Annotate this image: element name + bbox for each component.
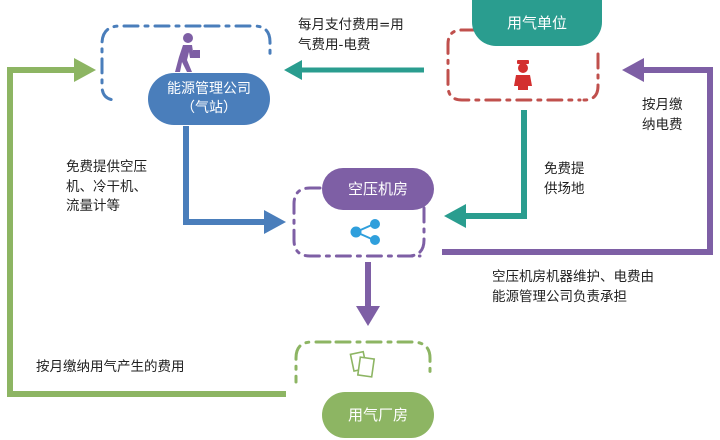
gas-factory-frame xyxy=(294,340,432,384)
edge-monthly-payment-arrow xyxy=(284,60,424,80)
energy-company-node: 能源管理公司 （气站） xyxy=(148,73,270,125)
free-equipment-line-1: 免费提供空压 xyxy=(66,159,147,175)
monthly-payment-line-2: 气费用-电费 xyxy=(298,36,371,53)
energy-company-frame xyxy=(100,24,272,102)
free-site-label: 免费提 供场地 xyxy=(544,160,585,199)
documents-icon xyxy=(349,350,376,378)
edge-room-to-factory-arrow xyxy=(356,262,380,326)
free-equipment-label: 免费提供空压 机、冷干机、 流量计等 xyxy=(66,158,147,217)
monthly-payment-label: 每月支付费用=用 气费用-电费 xyxy=(298,16,404,55)
edge-free-site-arrow xyxy=(444,110,527,228)
edge-free-equipment-arrow xyxy=(183,126,286,234)
free-equipment-line-2: 机、冷干机、 xyxy=(66,178,147,195)
monthly-payment-line-1: 每月支付费用=用 xyxy=(298,17,404,33)
compressor-room-frame xyxy=(292,186,426,258)
share-icon xyxy=(350,219,380,245)
maintenance-cost-label: 空压机房机器维护、电费由 能源管理公司负责承担 xyxy=(492,268,654,307)
edge-maintenance-arrow xyxy=(442,58,713,255)
gas-fee-label: 按月缴纳用气产生的费用 xyxy=(36,358,185,378)
gas-fee-line-1: 按月缴纳用气产生的费用 xyxy=(36,359,185,375)
gas-factory-node: 用气厂房 xyxy=(322,392,434,438)
pay-electricity-line-2: 纳电费 xyxy=(642,116,683,133)
edge-gas-fee-arrow xyxy=(7,58,286,397)
free-site-line-1: 免费提 xyxy=(544,161,585,177)
gas-factory-label: 用气厂房 xyxy=(347,405,408,424)
gas-user-frame xyxy=(446,28,600,102)
compressor-room-node: 空压机房 xyxy=(322,168,434,210)
gas-user-label: 用气单位 xyxy=(506,13,567,32)
compressor-room-label: 空压机房 xyxy=(347,179,408,198)
pay-electricity-line-1: 按月缴 xyxy=(642,97,683,113)
person-walking-icon xyxy=(175,33,200,72)
maintenance-cost-line-1: 空压机房机器维护、电费由 xyxy=(492,269,654,285)
gas-user-node: 用气单位 xyxy=(472,0,602,46)
maintenance-cost-line-2: 能源管理公司负责承担 xyxy=(492,288,627,305)
pay-electricity-label: 按月缴 纳电费 xyxy=(642,96,683,135)
energy-company-name: 能源管理公司 xyxy=(167,81,251,98)
worker-icon xyxy=(514,60,532,90)
free-equipment-line-3: 流量计等 xyxy=(66,198,120,215)
free-site-line-2: 供场地 xyxy=(544,180,585,197)
energy-company-subtitle: （气站） xyxy=(181,100,237,116)
